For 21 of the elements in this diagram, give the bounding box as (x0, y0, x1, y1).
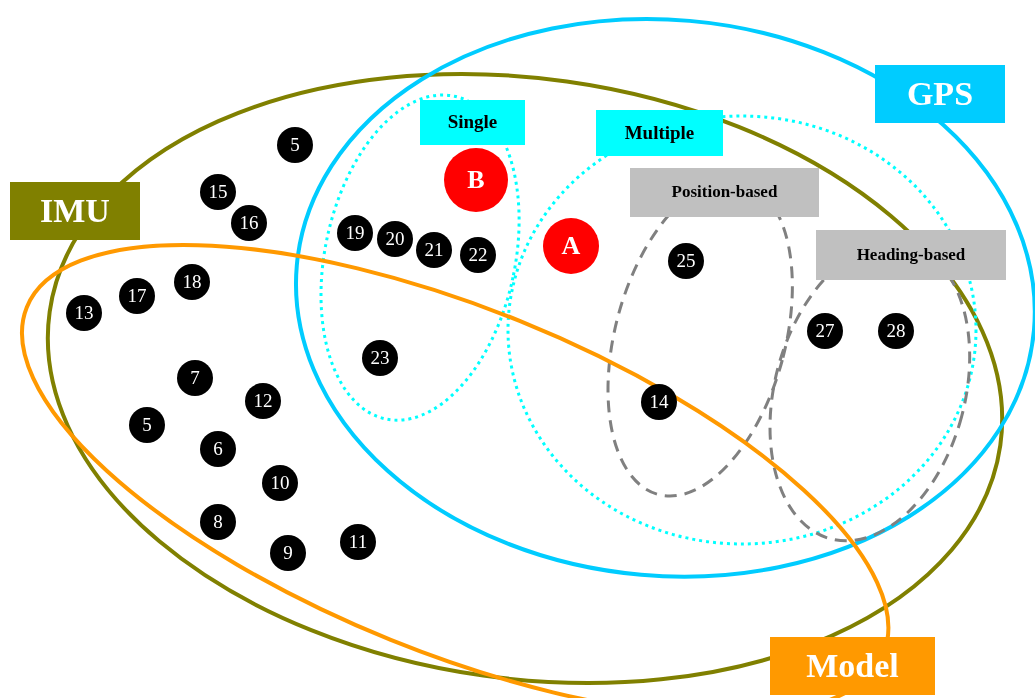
set-label: GPS (875, 65, 1005, 123)
set-label: Heading-based (815, 230, 1006, 280)
number-marker: 16 (231, 205, 267, 241)
number-marker: 14 (641, 384, 677, 420)
set-label: Single (420, 99, 525, 145)
set-label: IMU (10, 182, 140, 240)
number-marker: 25 (667, 243, 704, 279)
set-label: Model (770, 637, 935, 695)
number-marker: 5 (277, 127, 313, 163)
set-label: Multiple (596, 110, 723, 156)
number-marker: 27 (806, 313, 843, 349)
number-marker: 28 (877, 313, 914, 349)
number-marker: 21 (416, 231, 452, 268)
number-marker: 15 (200, 174, 236, 210)
set-label: Position-based (629, 168, 819, 217)
number-marker: 22 (460, 236, 496, 273)
letter-marker: B (444, 147, 508, 212)
letter-marker: A (543, 218, 599, 274)
number-marker: 20 (377, 220, 413, 257)
number-marker: 23 (362, 340, 398, 376)
number-marker: 19 (337, 214, 373, 251)
